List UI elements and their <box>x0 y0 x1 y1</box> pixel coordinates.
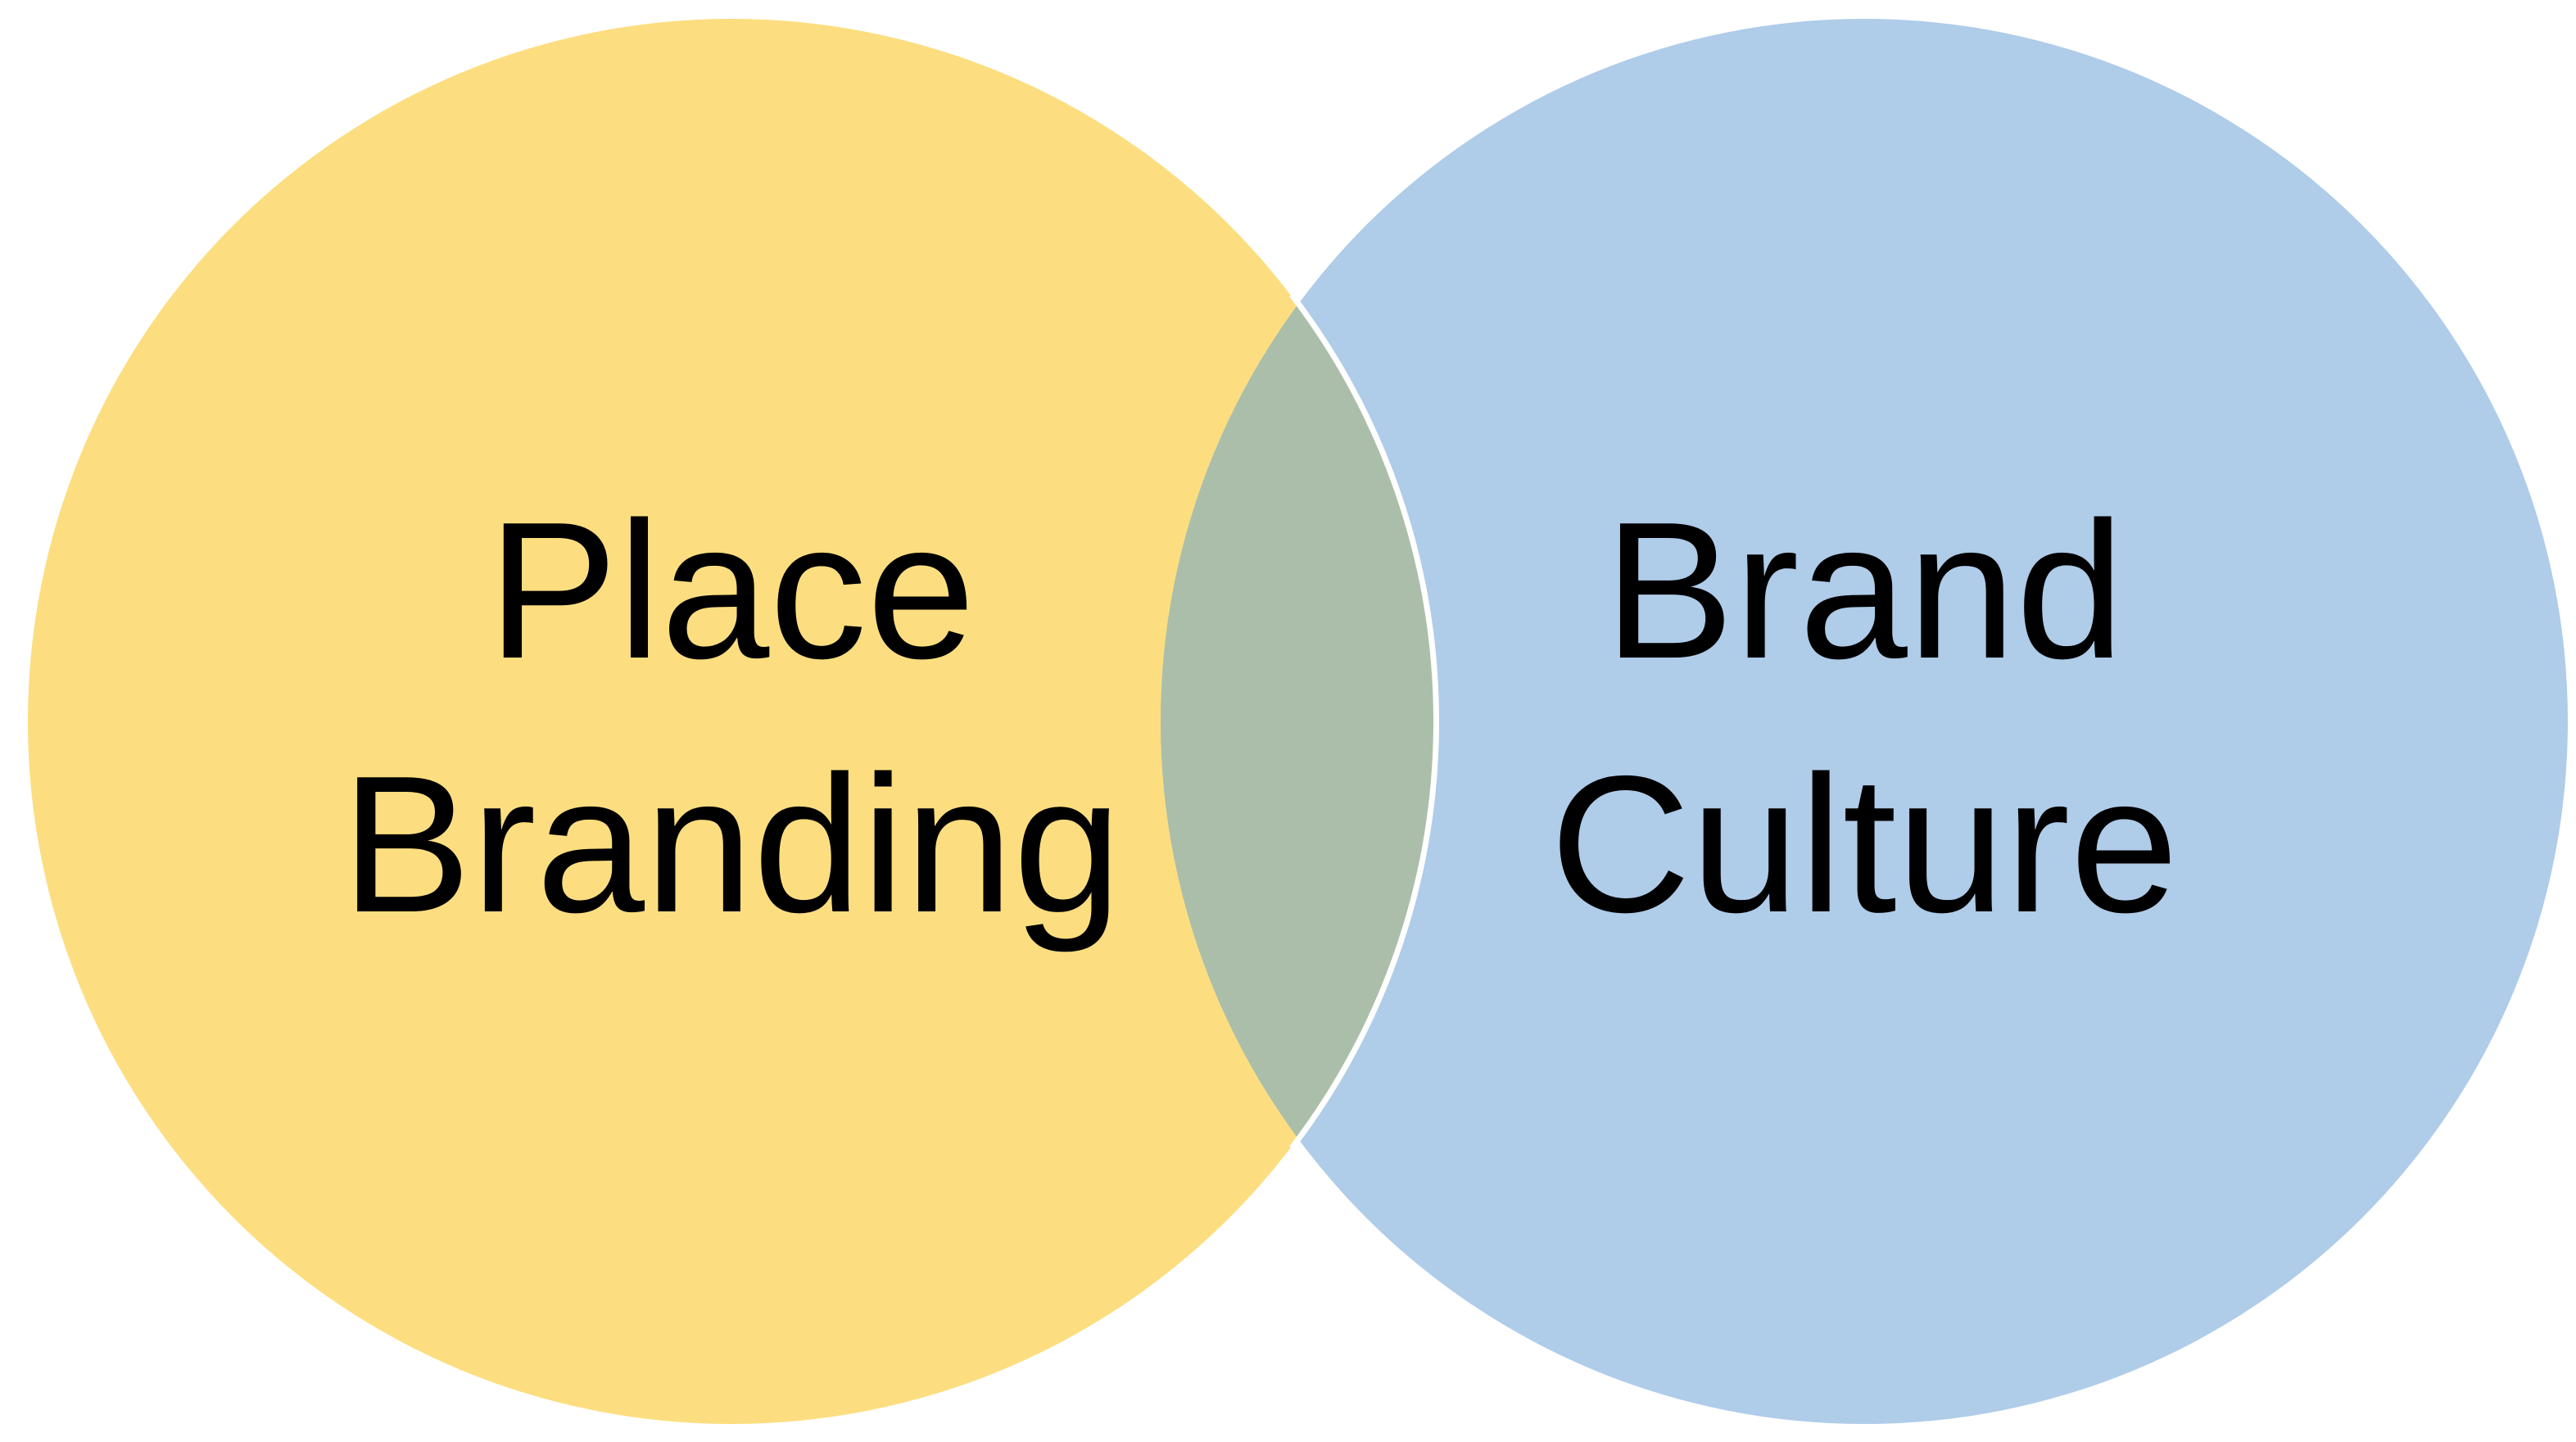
left-circle-outline <box>1289 292 1439 1150</box>
brand-culture-label-line1: Brand <box>1604 482 2124 699</box>
brand-culture-circle <box>1161 19 2568 1424</box>
place-branding-label-line1: Place <box>487 482 975 699</box>
place-branding-circle <box>28 19 1435 1424</box>
place-branding-label-line2: Branding <box>342 736 1122 953</box>
brand-culture-label-line2: Culture <box>1550 736 2178 953</box>
